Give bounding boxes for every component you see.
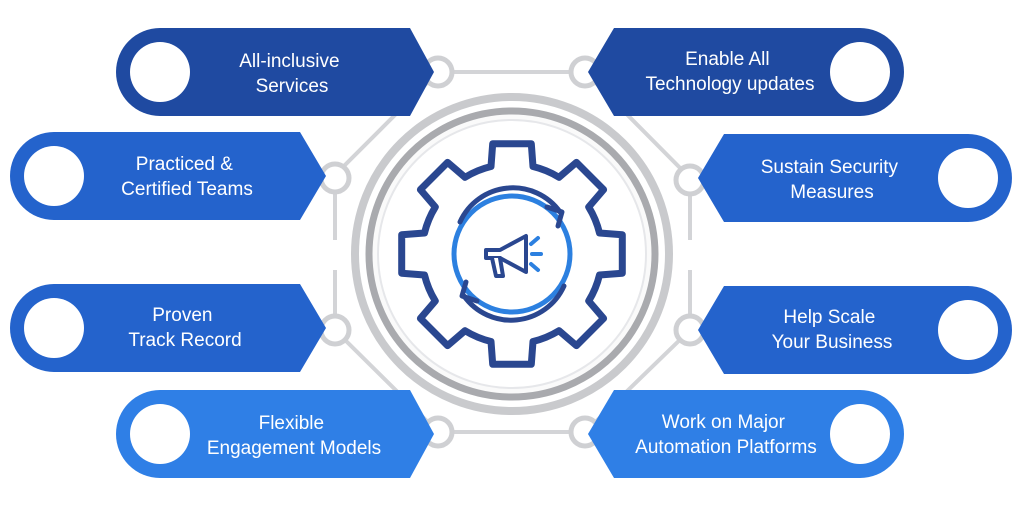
circle-marker-icon — [130, 404, 190, 464]
svg-text:All-inclusive Services: All-inclusive Services — [239, 51, 345, 97]
pill-shape — [10, 132, 326, 220]
item-label-line2: Services — [256, 76, 329, 97]
item-sustain-security-measures: Sustain Security Measures — [698, 134, 1012, 222]
item-proven-track-record: Proven Track Record — [10, 284, 326, 372]
pill-shape — [698, 134, 1012, 222]
item-label-line2: Certified Teams — [121, 179, 253, 200]
svg-text:Work on Major Automati: Work on Major Automation Platforms — [635, 412, 817, 458]
item-label-line2: Engagement Models — [207, 438, 381, 459]
circle-marker-icon — [130, 42, 190, 102]
left-items: All-inclusive Services Practiced & Certi… — [10, 28, 434, 478]
item-label-line1: Enable All — [685, 49, 770, 70]
pill-shape — [10, 284, 326, 372]
circle-marker-icon — [938, 148, 998, 208]
item-label-line1: Help Scale — [783, 307, 875, 328]
item-work-on-major-automation-platforms: Work on Major Automation Platforms — [588, 390, 904, 478]
cycle-arrow-top-icon — [457, 185, 563, 225]
item-label-line1: Sustain Security — [761, 157, 899, 178]
item-label-line2: Your Business — [772, 332, 893, 353]
circle-marker-icon — [830, 404, 890, 464]
joint-left-lower — [318, 313, 352, 347]
item-label-line2: Measures — [790, 182, 873, 203]
item-label-line2: Track Record — [128, 330, 241, 351]
svg-text:Proven Track Record: Proven Track Record — [128, 305, 241, 351]
circle-marker-icon — [830, 42, 890, 102]
circle-marker-icon — [24, 298, 84, 358]
pill-shape — [698, 286, 1012, 374]
right-items: Enable All Technology updates Sustain Se… — [588, 28, 1012, 478]
svg-text:Enable All Technology: Enable All Technology updates — [645, 49, 814, 95]
joint-left-upper — [318, 161, 352, 195]
cycle-arrowhead-bottom-icon — [459, 279, 480, 304]
pill-shape — [116, 390, 434, 478]
item-practiced-certified-teams: Practiced & Certified Teams — [10, 132, 326, 220]
item-label-line1: All-inclusive — [239, 51, 339, 72]
circle-marker-icon — [938, 300, 998, 360]
item-label-line2: Technology updates — [645, 74, 814, 95]
svg-text:Help Scale Your Busine: Help Scale Your Business — [772, 307, 893, 353]
item-label-line1: Flexible — [259, 413, 324, 434]
item-flexible-engagement-models: Flexible Engagement Models — [116, 390, 434, 478]
circle-marker-icon — [24, 146, 84, 206]
pill-shape — [588, 28, 904, 116]
item-label-line1: Work on Major — [662, 412, 786, 433]
gear-megaphone-icon — [398, 140, 626, 368]
item-label-line1: Proven — [152, 305, 212, 326]
pill-shape — [116, 28, 434, 116]
megaphone-icon — [484, 234, 543, 278]
svg-text:Practiced & Certified: Practiced & Certified Teams — [121, 154, 253, 200]
svg-text:Sustain Security Measu: Sustain Security Measures — [761, 157, 904, 203]
item-all-inclusive-services: All-inclusive Services — [116, 28, 434, 116]
item-enable-all-technology-updates: Enable All Technology updates — [588, 28, 904, 116]
pill-shape — [588, 390, 904, 478]
item-label-line1: Practiced & — [136, 154, 233, 175]
cycle-arrowhead-top-icon — [544, 204, 565, 229]
item-help-scale-your-business: Help Scale Your Business — [698, 286, 1012, 374]
cycle-arrow-bottom-icon — [461, 283, 567, 323]
svg-text:Flexible Engagement Mo: Flexible Engagement Models — [207, 413, 381, 459]
item-label-line2: Automation Platforms — [635, 437, 817, 458]
